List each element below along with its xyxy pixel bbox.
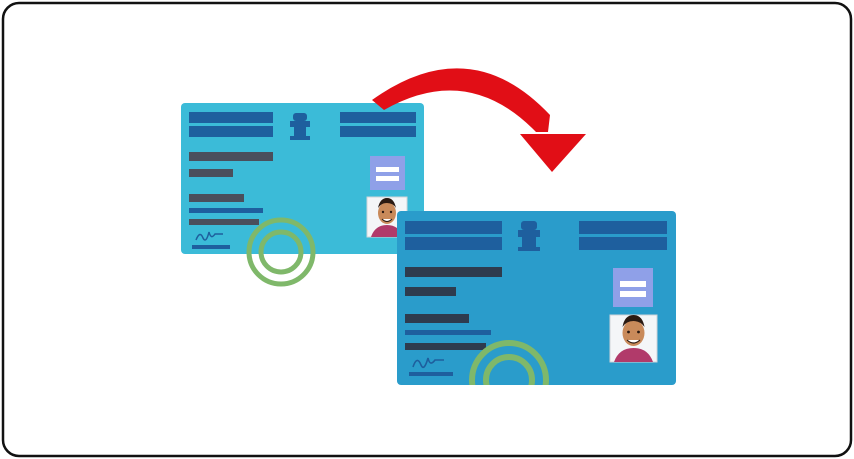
header-stripe (579, 237, 667, 250)
info-bar (189, 152, 273, 161)
info-bar (405, 343, 486, 350)
info-bar (189, 169, 233, 177)
signature-icon (409, 357, 453, 376)
emblem-icon (290, 113, 310, 140)
info-bar (189, 194, 244, 202)
header-stripe (340, 126, 416, 137)
info-bar (405, 314, 469, 323)
emblem-icon (518, 221, 540, 251)
seal-icon (246, 217, 316, 287)
seal-icon (469, 340, 549, 385)
arrow-icon (372, 68, 586, 172)
hologram-icon (613, 268, 653, 307)
header-stripe (579, 221, 667, 234)
info-bar (405, 287, 456, 296)
header-stripe (340, 112, 416, 123)
photo-icon (366, 196, 408, 238)
header-stripe (189, 126, 273, 137)
card-body (181, 103, 424, 254)
card-body (397, 211, 676, 385)
info-bar (189, 208, 263, 213)
header-stripe (405, 237, 502, 250)
header-stripe (405, 221, 502, 234)
info-bar (405, 330, 491, 335)
info-bar (189, 219, 259, 225)
signature-icon (192, 231, 230, 249)
id-card-old (181, 103, 424, 287)
photo-icon (609, 314, 658, 363)
info-bar (405, 267, 502, 277)
hologram-icon (370, 156, 405, 190)
header-stripe (189, 112, 273, 123)
id-card-new (397, 211, 676, 385)
